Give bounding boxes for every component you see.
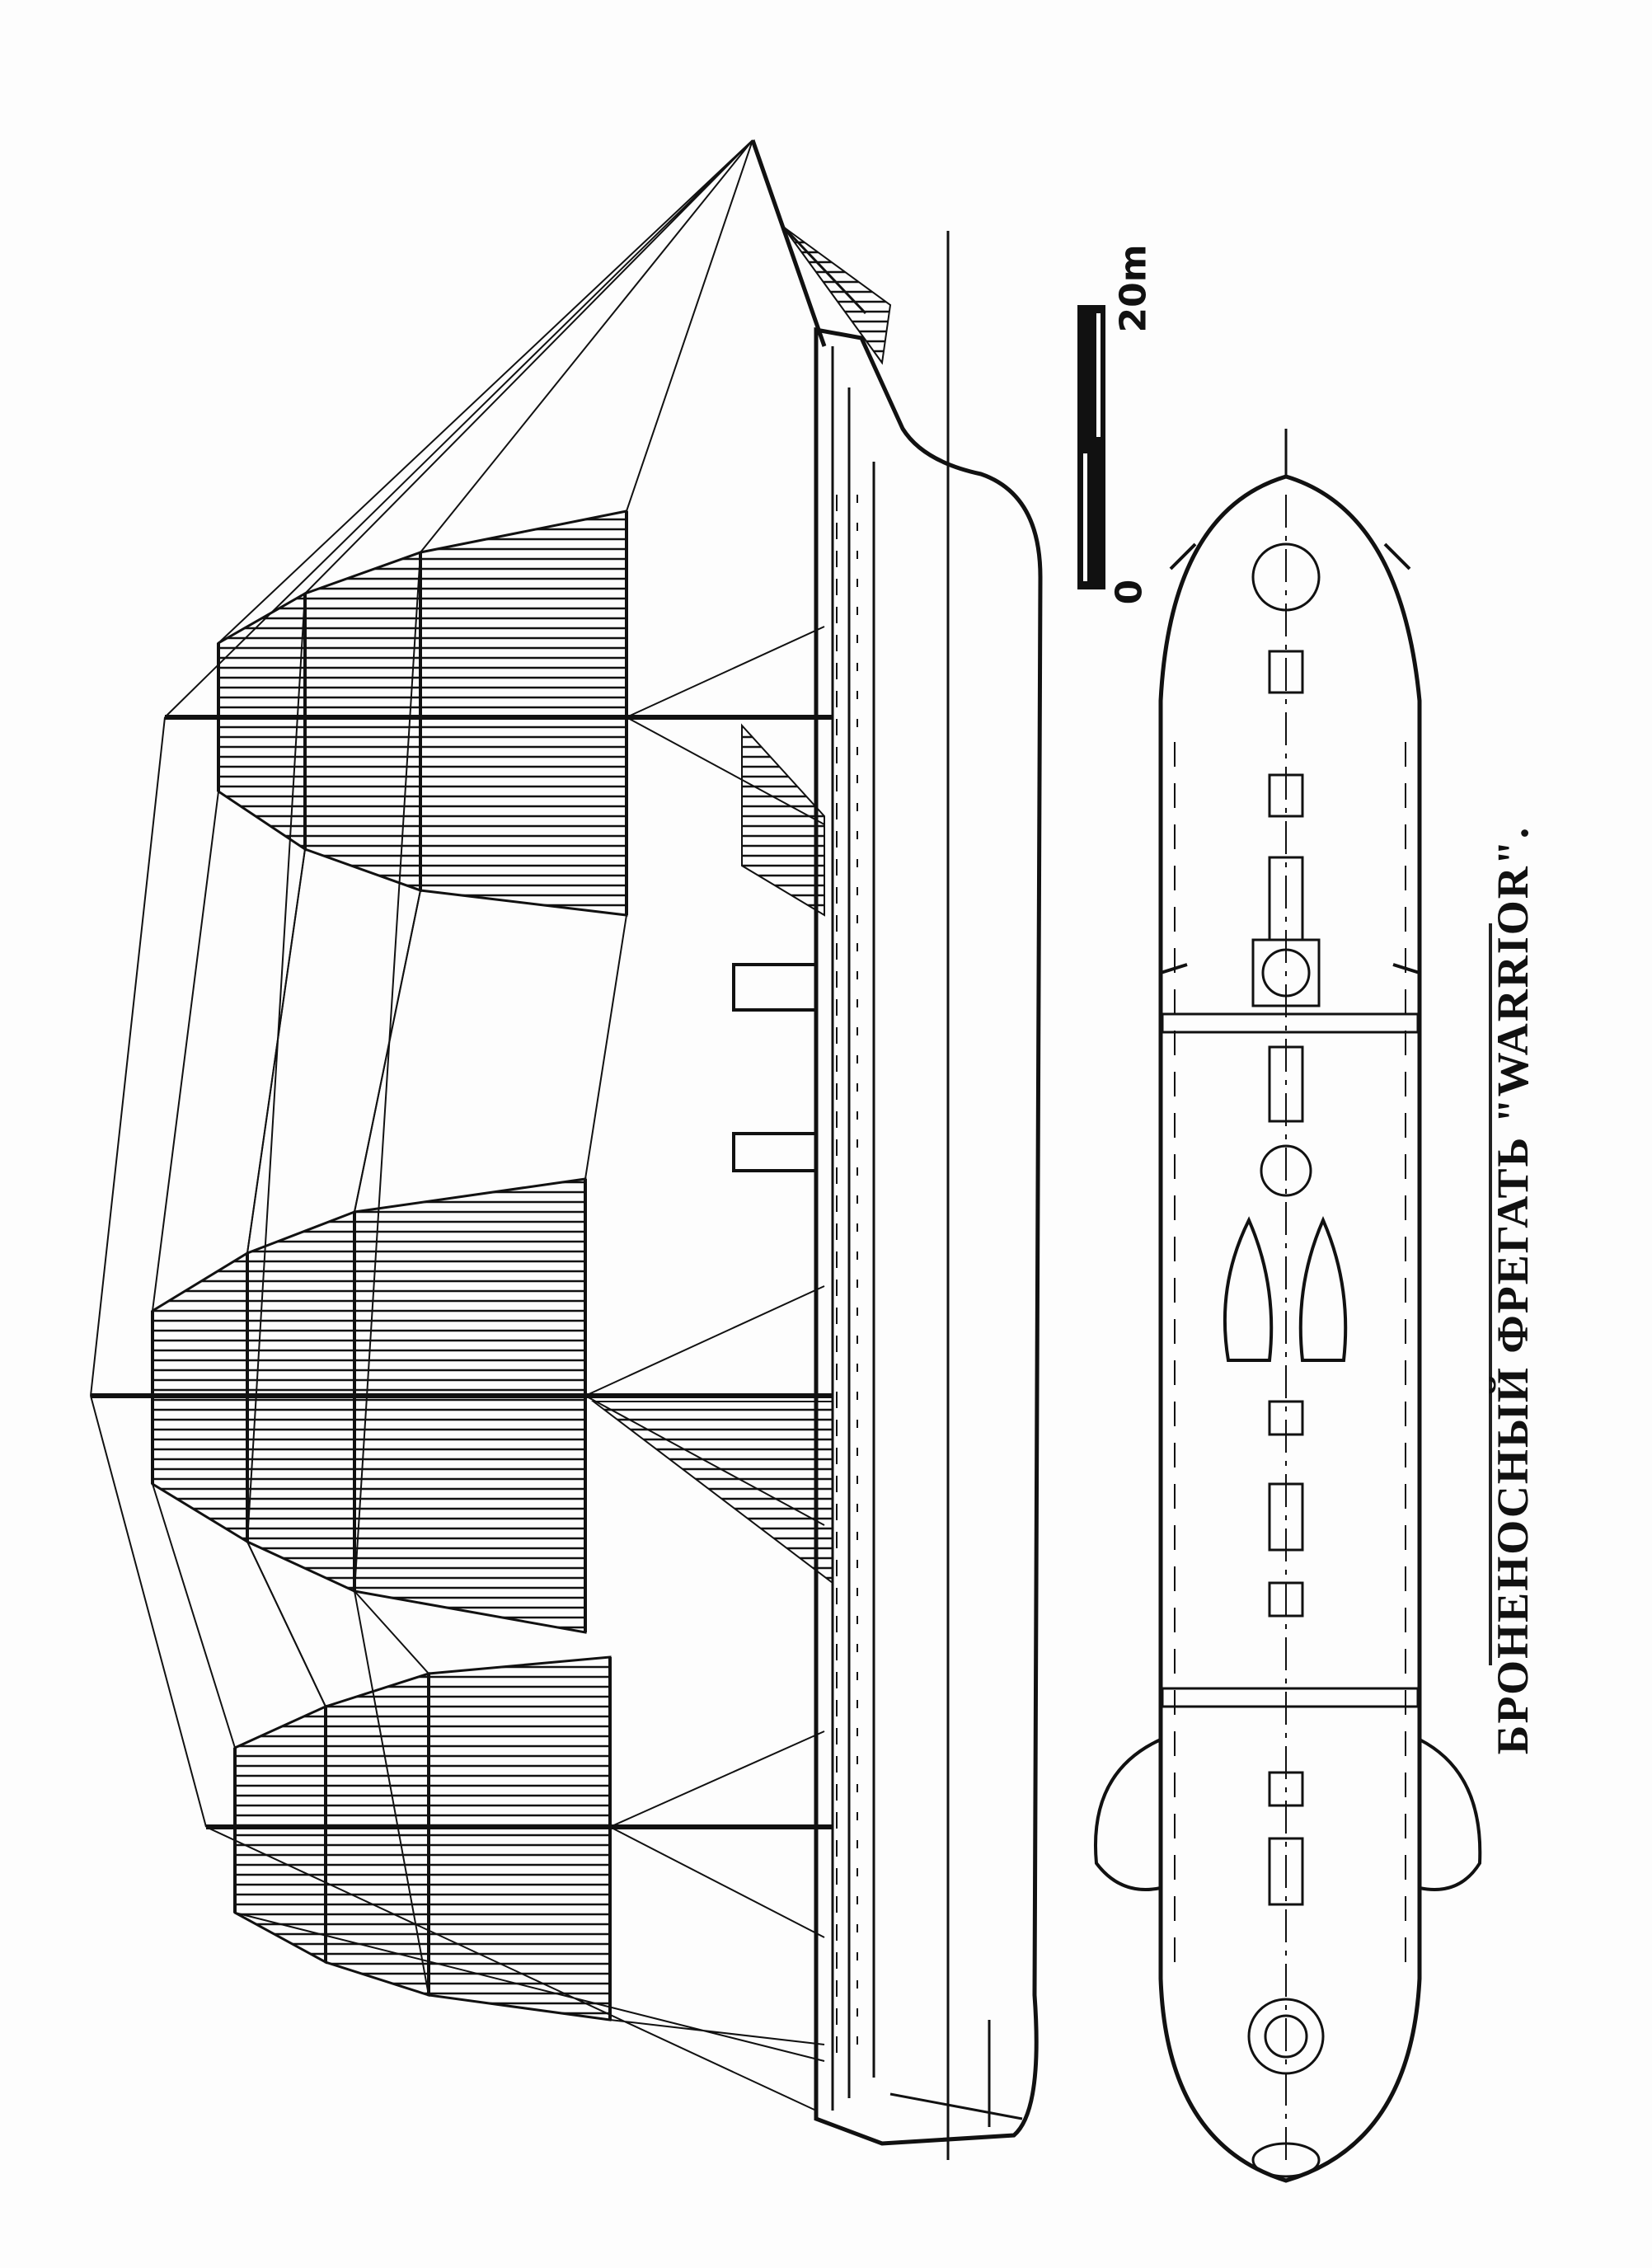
foremast [165,509,833,917]
boat [1419,1738,1482,1891]
boat [1223,1216,1274,1362]
funnel-rear [732,1132,818,1172]
side-view [90,139,1043,2160]
deck-outline [1158,474,1422,2183]
drawing-caption: БРОНЕНОСНЫЙ ФРЕГАТЬ "WARRIOR". [1488,825,1537,1755]
boat [1298,1216,1348,1362]
funnel-front [732,963,818,1012]
scale-end-label: 20m [1112,244,1155,333]
top-view [1094,429,1482,2183]
hull-outline [814,327,1043,2146]
scale-start-label: 0 [1108,579,1151,605]
scale-bar [1077,305,1105,589]
mizzenmast [206,1655,833,2021]
caption-underline [1489,923,1492,1665]
rigging [90,139,825,2111]
mainmast [91,1177,833,1634]
boat [1094,1738,1162,1891]
bowsprit [750,139,827,347]
